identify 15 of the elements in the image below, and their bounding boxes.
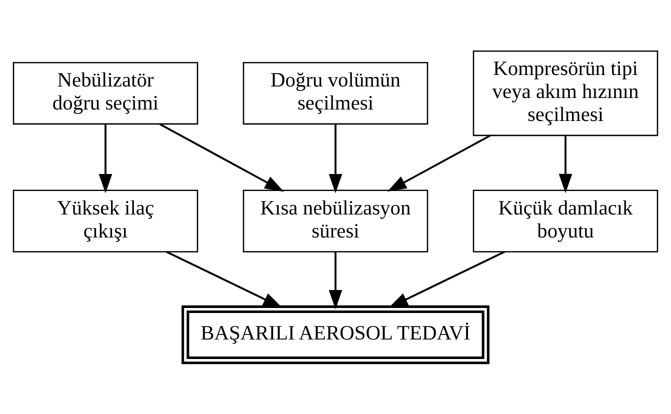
arrow: [388, 250, 505, 308]
node-box: BAŞARILI AEROSOL TEDAVİ: [182, 305, 490, 364]
arrow: [558, 136, 572, 194]
arrow: [166, 250, 282, 308]
arrow: [98, 124, 112, 194]
node-box: Doğru volümün seçilmesi: [242, 62, 428, 125]
arrow: [160, 123, 284, 192]
node-box: Kompresörün tipi veya akım hızının seçilmesi: [472, 50, 658, 136]
node-box: Küçük damlacık boyutu: [472, 190, 658, 252]
arrow: [328, 252, 342, 310]
arrow: [328, 124, 342, 194]
node-box: Nebülizatör doğru seçimi: [12, 62, 198, 125]
node-box: Yüksek ilaç çıkışı: [12, 190, 198, 252]
node-box: Kısa nebülizasyon süresi: [242, 190, 428, 252]
arrow: [387, 134, 491, 192]
